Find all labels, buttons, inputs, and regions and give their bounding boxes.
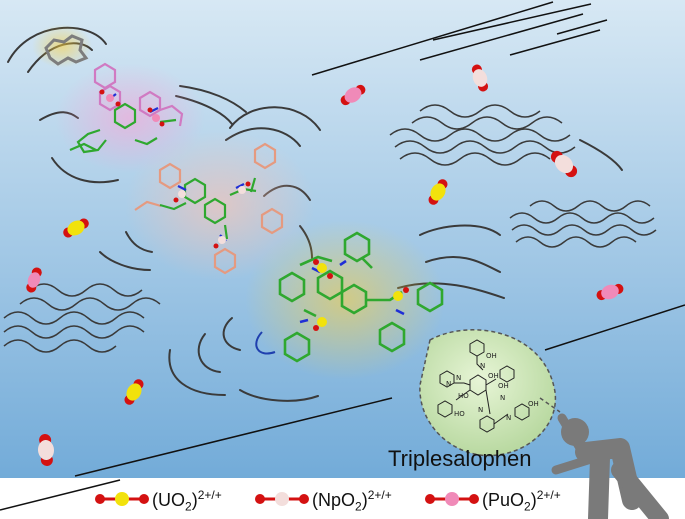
svg-text:N: N xyxy=(500,394,505,402)
uranyl-molecule-icon xyxy=(428,179,448,205)
svg-text:OH: OH xyxy=(528,400,539,408)
structure-atom-labels: OH N N OH OH HO N N HO N N OH xyxy=(446,352,539,422)
free-molecules xyxy=(26,64,624,466)
distant-complex xyxy=(44,34,89,66)
svg-text:N: N xyxy=(478,406,483,414)
svg-text:HO: HO xyxy=(454,410,465,418)
plutonyl-molecule-icon xyxy=(26,267,42,293)
plutonyl-complex xyxy=(69,62,184,154)
neptunyl-molecule-icon xyxy=(471,64,489,92)
neptunyl-molecule-icon xyxy=(550,150,578,178)
svg-text:OH: OH xyxy=(498,382,509,390)
svg-text:OH: OH xyxy=(488,372,499,380)
legend-label-uranyl: (UO2)2+/+ xyxy=(152,488,222,514)
svg-text:N: N xyxy=(480,362,485,370)
magnifier-lens-icon xyxy=(419,329,561,457)
top-complex-glow xyxy=(32,24,92,68)
legend: (UO2)2+/+ (NpO2)2+/+ (PuO2)2+/+ xyxy=(0,480,685,516)
person-icon xyxy=(551,413,669,519)
uranyl-complex xyxy=(255,231,444,363)
legend-uranyl-icon xyxy=(95,492,149,506)
legend-neptunyl-icon xyxy=(255,492,309,506)
neptunyl-complex xyxy=(134,142,284,275)
uranyl-molecule-icon xyxy=(63,218,89,238)
legend-plutonyl-icon xyxy=(425,492,479,506)
svg-text:N: N xyxy=(456,374,461,382)
wave-lines xyxy=(3,104,657,353)
compound-name-label: Triplesalophen xyxy=(388,446,532,471)
triplesalophen-structure xyxy=(437,339,530,433)
yellow-complex-glow xyxy=(245,220,445,380)
plutonyl-molecule-icon xyxy=(596,283,624,301)
uranyl-molecule-icon xyxy=(124,379,144,405)
svg-text:HO: HO xyxy=(458,392,469,400)
svg-text:N: N xyxy=(506,414,511,422)
svg-text:N: N xyxy=(446,380,451,388)
svg-text:OH: OH xyxy=(486,352,497,360)
legend-label-neptunyl: (NpO2)2+/+ xyxy=(312,488,392,514)
neptunyl-molecule-icon xyxy=(37,434,55,466)
legend-label-plutonyl: (PuO2)2+/+ xyxy=(482,488,561,514)
plutonyl-molecule-icon xyxy=(340,84,366,106)
